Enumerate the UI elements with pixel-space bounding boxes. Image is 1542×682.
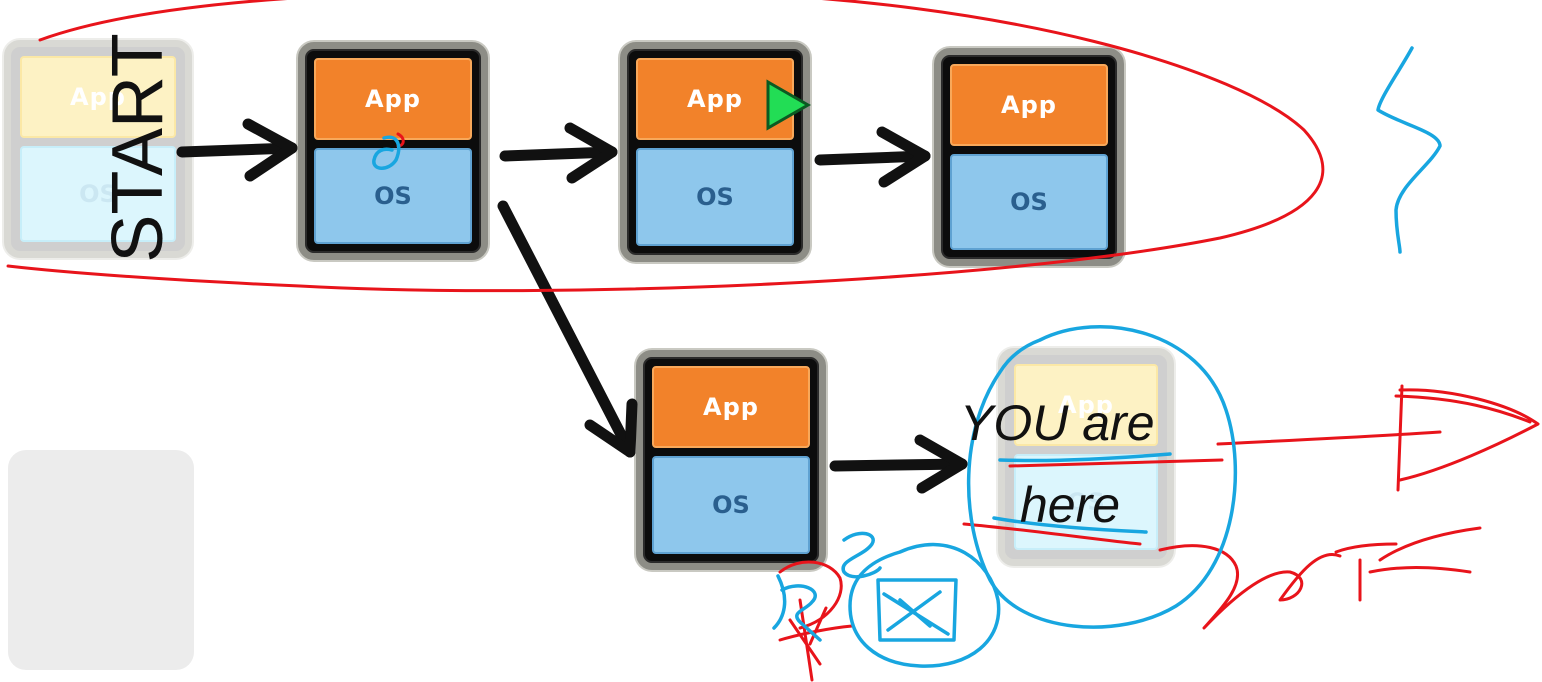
blue-squiggle-icon [1376, 46, 1442, 254]
you-are-label: YOU are [960, 395, 1155, 451]
state-box-branch: App OS [636, 350, 826, 570]
arrow-branch-icon [497, 200, 638, 458]
os-layer: OS [1014, 454, 1158, 550]
red-d-scribble-icon [1394, 384, 1540, 492]
arrow-3-icon [814, 126, 931, 188]
empty-panel [8, 450, 194, 670]
blue-dot-icon [372, 135, 401, 170]
arrow-5-icon [829, 434, 968, 494]
red-line-ink [1216, 430, 1442, 446]
os-layer: OS [652, 456, 810, 554]
blue-underline-ink [998, 452, 1172, 463]
blue-box-scribble-icon [876, 578, 958, 642]
red-loop-ink [6, 0, 1325, 293]
red-cross-scribble-icon [778, 560, 854, 682]
blue-r-scribble-icon [772, 574, 822, 642]
app-layer: App [1014, 364, 1158, 446]
os-layer: OS [636, 148, 794, 246]
app-layer: App [20, 56, 176, 138]
app-layer: App [950, 64, 1108, 146]
arrow-2-icon [499, 122, 618, 184]
state-box-2: App OS [298, 42, 488, 260]
red-strike-ink [962, 522, 1142, 546]
red-underline-ink [1008, 458, 1224, 468]
blue-underline-2-ink [992, 516, 1148, 534]
blue-small-circle-ink [848, 542, 1001, 668]
blue-circle-ink [966, 325, 1238, 629]
app-layer: App [652, 366, 810, 448]
red-dorf-scribble-icon [1158, 526, 1482, 630]
state-box-4: App OS [934, 48, 1124, 266]
os-layer: OS [950, 154, 1108, 250]
here-label: here [1020, 477, 1121, 533]
faded-start-box: App OS [4, 40, 192, 258]
arrow-1-icon [176, 118, 298, 182]
os-layer: OS [20, 146, 176, 242]
play-icon [766, 79, 812, 131]
state-box-3: App OS [620, 42, 810, 262]
blue-s-scribble-icon [841, 531, 882, 579]
